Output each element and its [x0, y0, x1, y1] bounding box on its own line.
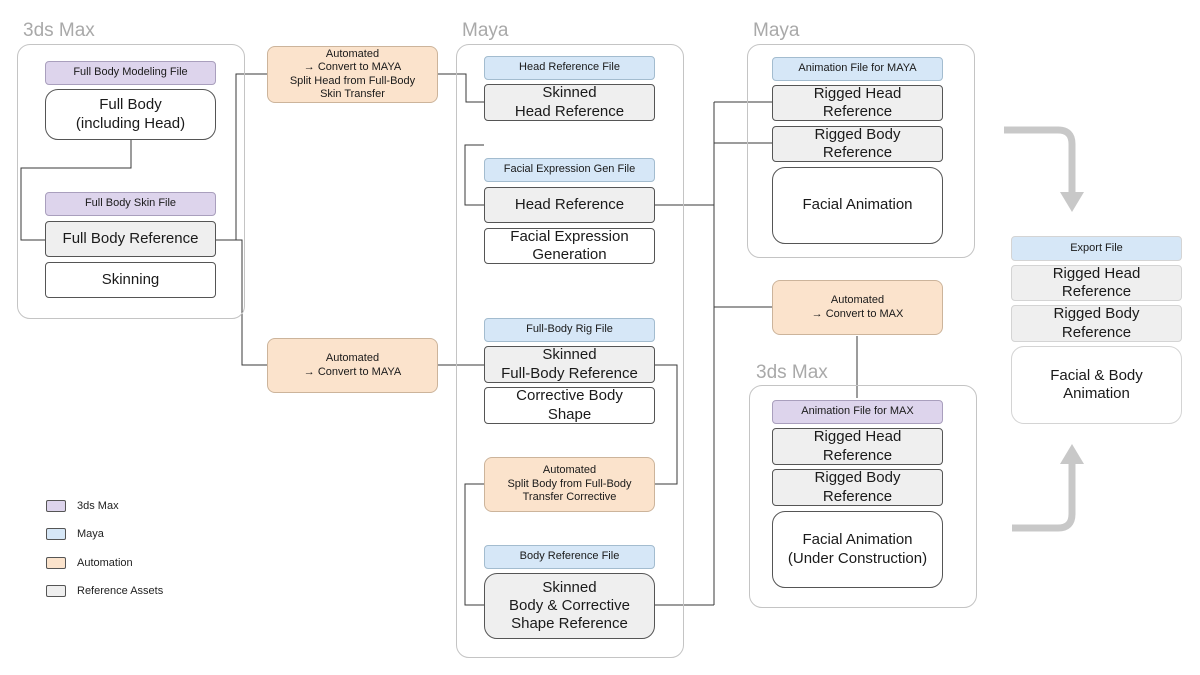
max-rigged-head-label: Rigged Head Reference: [813, 428, 902, 464]
legend-swatch-3dsmax: [46, 500, 66, 512]
panel-3dsmax-right: [749, 385, 977, 608]
automation-convert-to-max: Automated → Convert to MAX: [772, 280, 943, 335]
skinned-full-body-reference-label: Skinned Full-Body Reference: [501, 346, 638, 382]
automation-convert-to-maya: Automated → Convert to MAYA: [267, 338, 438, 393]
skinned-body-corrective-node: Skinned Body & Corrective Shape Referenc…: [484, 573, 655, 639]
max-rigged-body-label: Rigged Body Reference: [814, 469, 901, 505]
corrective-body-shape-label: Corrective Body Shape: [516, 387, 623, 423]
full-body-label: Full Body (including Head): [75, 96, 186, 132]
head-reference-node: Head Reference: [484, 187, 655, 223]
automation-convert-to-max-label: Automated → Convert to MAX: [811, 294, 904, 320]
legend-item-maya: Maya: [46, 528, 104, 540]
panel-3dsmax-left: [17, 44, 245, 319]
automation-split-body-label: Automated Split Body from Full-Body Tran…: [507, 464, 632, 504]
max-rigged-head-reference: Rigged Head Reference: [772, 428, 943, 465]
panel-maya-middle: [456, 44, 684, 658]
facial-expression-generation-label: Facial Expression Generation: [510, 227, 629, 263]
full-body-skin-file: Full Body Skin File: [45, 192, 216, 216]
corrective-body-shape-node: Corrective Body Shape: [484, 387, 655, 424]
arrow-down-icon: [1060, 192, 1084, 212]
skinning-node: Skinning: [45, 262, 216, 298]
export-rigged-body-label: Rigged Body Reference: [1053, 305, 1140, 341]
export-rigged-head-label: Rigged Head Reference: [1052, 264, 1141, 300]
legend-swatch-reference-assets: [46, 585, 66, 597]
full-body-rig-file: Full-Body Rig File: [484, 318, 655, 342]
export-file: Export File: [1011, 236, 1182, 261]
export-facial-body-animation-label: Facial & Body Animation: [1050, 366, 1143, 402]
export-facial-body-animation: Facial & Body Animation: [1011, 346, 1182, 424]
full-body-node: Full Body (including Head): [45, 89, 216, 140]
max-rigged-body-reference: Rigged Body Reference: [772, 469, 943, 506]
facial-expression-gen-file: Facial Expression Gen File: [484, 158, 655, 182]
maya-rigged-head-label: Rigged Head Reference: [813, 84, 902, 120]
section-label-3dsmax-right: 3ds Max: [756, 362, 828, 383]
section-label-maya-middle: Maya: [462, 20, 509, 41]
automation-convert-to-maya-label: Automated → Convert to MAYA: [303, 352, 402, 378]
max-facial-animation-label: Facial Animation (Under Construction): [787, 531, 928, 567]
animation-file-maya: Animation File for MAYA: [772, 57, 943, 81]
head-reference-file: Head Reference File: [484, 56, 655, 80]
legend-label-maya: Maya: [77, 528, 104, 540]
section-label-3dsmax-left: 3ds Max: [23, 20, 95, 41]
maya-facial-animation: Facial Animation: [772, 167, 943, 244]
arrow-up-icon: [1060, 444, 1084, 464]
automation-convert-split-head-label: Automated → Convert to MAYA Split Head f…: [289, 47, 416, 100]
skinned-head-reference-label: Skinned Head Reference: [514, 84, 625, 120]
legend-label-automation: Automation: [77, 557, 133, 569]
panel-maya-right: [747, 44, 975, 258]
skinned-full-body-reference-node: Skinned Full-Body Reference: [484, 346, 655, 383]
section-label-maya-right: Maya: [753, 20, 800, 41]
automation-split-body: Automated Split Body from Full-Body Tran…: [484, 457, 655, 512]
legend-item-3dsmax: 3ds Max: [46, 500, 119, 512]
full-body-reference-node: Full Body Reference: [45, 221, 216, 257]
maya-rigged-head-reference: Rigged Head Reference: [772, 85, 943, 121]
skinned-head-reference-node: Skinned Head Reference: [484, 84, 655, 121]
legend-item-reference-assets: Reference Assets: [46, 585, 163, 597]
legend-swatch-maya: [46, 528, 66, 540]
facial-expression-generation-node: Facial Expression Generation: [484, 228, 655, 264]
export-rigged-head-reference: Rigged Head Reference: [1011, 265, 1182, 301]
maya-rigged-body-reference: Rigged Body Reference: [772, 126, 943, 162]
export-rigged-body-reference: Rigged Body Reference: [1011, 305, 1182, 342]
body-reference-file: Body Reference File: [484, 545, 655, 569]
max-facial-animation: Facial Animation (Under Construction): [772, 511, 943, 588]
legend-swatch-automation: [46, 557, 66, 569]
skinned-body-corrective-label: Skinned Body & Corrective Shape Referenc…: [509, 578, 630, 633]
legend-label-reference-assets: Reference Assets: [77, 585, 164, 597]
full-body-modeling-file: Full Body Modeling File: [45, 61, 216, 85]
animation-file-max: Animation File for MAX: [772, 400, 943, 424]
automation-convert-split-head: Automated → Convert to MAYA Split Head f…: [267, 46, 438, 103]
legend-item-automation: Automation: [46, 557, 133, 569]
legend-label-3dsmax: 3ds Max: [77, 500, 119, 512]
maya-rigged-body-label: Rigged Body Reference: [814, 125, 901, 161]
